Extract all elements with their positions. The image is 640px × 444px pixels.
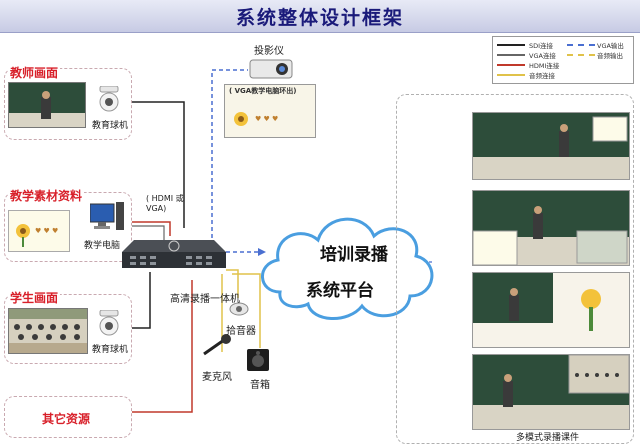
recorder-device xyxy=(122,226,226,276)
interface-label: ( HDMI 或VGA) xyxy=(146,194,184,213)
pickup-label: 拾音器 xyxy=(226,326,256,337)
courseware-frame-3 xyxy=(472,272,630,348)
legend: SDI连接 VGA连接 HDMI连接 音频连接 VGA输出 音频输出 xyxy=(492,36,634,84)
courseware-frame-2 xyxy=(472,190,630,266)
cloud-platform xyxy=(250,200,440,330)
line-recorder-to-projector xyxy=(211,69,248,238)
line-student-to-recorder xyxy=(130,272,151,329)
student-camera-icon xyxy=(98,309,120,336)
courseware-frame-1 xyxy=(472,112,630,180)
projector-label: 投影仪 xyxy=(254,46,284,57)
legend-hdmi-line xyxy=(497,64,525,66)
line-recorder-to-speaker xyxy=(232,273,261,348)
courseware-label: 多模式录播课件 xyxy=(516,433,580,443)
page-title: 系统整体设计框架 xyxy=(235,7,404,29)
legend-vga: VGA连接 xyxy=(529,52,556,60)
student-label: 学生画面 xyxy=(8,289,61,306)
student-screen xyxy=(8,308,88,354)
line-recorder-to-pickup xyxy=(226,269,239,298)
legend-vga-line xyxy=(497,54,525,56)
projector-note: ( VGA教学电脑环出) xyxy=(229,87,297,95)
line-teacher-to-recorder xyxy=(130,101,185,228)
legend-hdmi: HDMI连接 xyxy=(529,62,560,70)
projector-icon xyxy=(248,54,296,82)
material-label: 教学素材资料 xyxy=(8,187,85,204)
title-bar: 系统整体设计框架 xyxy=(0,0,640,33)
teacher-camera-icon xyxy=(98,85,120,112)
legend-sdi-line xyxy=(497,44,525,46)
computer-label: 教学电脑 xyxy=(84,241,121,251)
cloud-title-line2: 系统平台 xyxy=(306,281,374,301)
other-label: 其它资源 xyxy=(40,410,93,427)
student-camera-label: 教育球机 xyxy=(92,345,129,355)
flower-slide: ♥ ♥ ♥ xyxy=(8,210,70,252)
svg-text:♥ ♥ ♥: ♥ ♥ ♥ xyxy=(35,227,58,235)
line-pc-to-recorder-vga xyxy=(130,225,165,240)
teacher-label: 教师画面 xyxy=(8,64,61,81)
mic-icon xyxy=(200,334,234,356)
speaker-icon xyxy=(246,348,270,372)
legend-audio-out: 音频输出 xyxy=(597,52,623,60)
courseware-frame-4 xyxy=(472,354,630,430)
teacher-screen xyxy=(8,82,86,128)
computer-icon xyxy=(89,202,124,232)
svg-text:♥ ♥ ♥: ♥ ♥ ♥ xyxy=(255,115,278,123)
pickup-icon xyxy=(228,300,250,318)
legend-sdi: SDI连接 xyxy=(529,42,554,50)
legend-vga-out: VGA输出 xyxy=(597,42,624,50)
legend-audio-line xyxy=(497,74,525,76)
projector-note-box: ( VGA教学电脑环出) ♥ ♥ ♥ xyxy=(224,84,316,138)
legend-vga-out-line xyxy=(567,44,595,46)
line-pc-to-recorder xyxy=(130,221,171,236)
mic-label: 麦克风 xyxy=(202,372,232,383)
legend-audio-out-line xyxy=(567,54,595,56)
speaker-label: 音箱 xyxy=(250,380,270,391)
line-other-to-recorder xyxy=(130,280,193,413)
recorder-label: 高清录播一体机 xyxy=(170,294,240,305)
teacher-camera-label: 教育球机 xyxy=(92,121,129,131)
legend-audio: 音频连接 xyxy=(529,72,555,80)
cloud-title-line1: 培训录播 xyxy=(320,245,388,265)
